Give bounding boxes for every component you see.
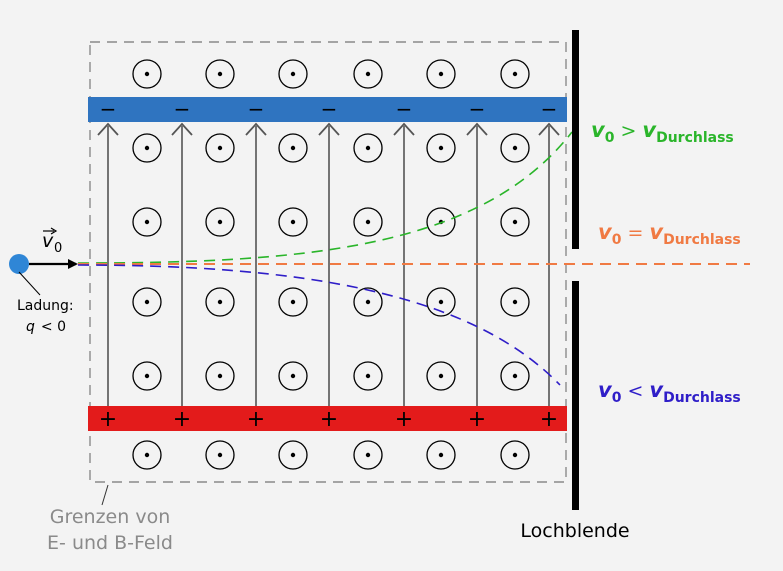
negative-plate [88, 97, 567, 122]
velocity-label: v 0 [42, 227, 62, 256]
positive-sign: + [468, 407, 486, 432]
b-field-out-of-page-icon [278, 59, 308, 89]
charge-pointer [18, 271, 41, 296]
positive-sign: + [395, 407, 413, 432]
e-field-arrow-icon [538, 122, 560, 406]
b-field-out-of-page-icon [500, 361, 530, 391]
path-slow [77, 264, 561, 386]
e-field-arrows [97, 122, 560, 406]
positive-sign: + [320, 407, 338, 432]
b-field-out-of-page-icon [353, 361, 383, 391]
b-field-out-of-page-icon [353, 207, 383, 237]
b-field-out-of-page-icon [353, 59, 383, 89]
b-field-out-of-page-icon [353, 440, 383, 470]
charge-label: Ladung: [17, 298, 74, 314]
label-fast: v0>vDurchlass [591, 118, 734, 146]
negative-sign: − [100, 97, 117, 121]
e-field-arrow-icon [466, 122, 488, 406]
b-field-out-of-page-icon [205, 207, 235, 237]
b-field-out-of-page-icon [132, 361, 162, 391]
velocity-subscript: 0 [54, 241, 62, 256]
label-slow: v0<vDurchlass [598, 378, 741, 406]
plate-signs: − + − + − + − + − + − + − + [99, 97, 558, 432]
e-field-arrow-icon [97, 122, 119, 406]
b-field-out-of-page-icon [426, 287, 456, 317]
b-field-out-of-page-icon [278, 207, 308, 237]
b-field-out-of-page-icon [426, 133, 456, 163]
b-field-out-of-page-icon [278, 361, 308, 391]
negative-sign: − [469, 97, 486, 121]
b-field-out-of-page-icon [278, 133, 308, 163]
positive-sign: + [540, 407, 558, 432]
b-field-out-of-page-icon [500, 133, 530, 163]
b-field-out-of-page-icon [500, 207, 530, 237]
b-field-out-of-page-icon [205, 440, 235, 470]
e-field-arrow-icon [393, 122, 415, 406]
boundary-pointer [101, 484, 109, 506]
charge-dot [9, 254, 29, 274]
negative-sign: − [541, 97, 558, 121]
b-field-out-of-page-icon [426, 361, 456, 391]
path-fast [77, 131, 573, 264]
positive-plate [88, 406, 567, 431]
b-field-out-of-page-icon [353, 287, 383, 317]
aperture-label: Lochblende [520, 520, 629, 542]
b-field-out-of-page-icon [205, 133, 235, 163]
charge-condition: q< 0 [26, 319, 66, 335]
aperture-lower [572, 281, 579, 510]
e-field-arrow-icon [318, 122, 340, 406]
velocity-symbol: v [42, 230, 54, 252]
label-equal: v0=vDurchlass [598, 220, 741, 248]
aperture-upper [572, 30, 579, 249]
b-field-out-of-page-icon [353, 133, 383, 163]
b-field-out-of-page-icon [278, 287, 308, 317]
negative-sign: − [321, 97, 338, 121]
boundary-label-line2: E- und B-Feld [47, 532, 173, 554]
positive-sign: + [247, 407, 265, 432]
vector-arrow-head-icon [50, 227, 58, 235]
negative-sign: − [174, 97, 191, 121]
b-field-out-of-page-icon [205, 59, 235, 89]
boundary-label-line1: Grenzen von [50, 506, 171, 528]
b-field-out-of-page-icon [205, 287, 235, 317]
b-field-out-of-page-icon [132, 133, 162, 163]
b-field-out-of-page-icon [426, 59, 456, 89]
positive-sign: + [173, 407, 191, 432]
b-field-symbols [132, 59, 530, 470]
b-field-out-of-page-icon [132, 287, 162, 317]
b-field-out-of-page-icon [500, 59, 530, 89]
e-field-arrow-icon [171, 122, 193, 406]
b-field-out-of-page-icon [500, 287, 530, 317]
b-field-out-of-page-icon [426, 440, 456, 470]
b-field-out-of-page-icon [278, 440, 308, 470]
e-field-arrow-icon [245, 122, 267, 406]
b-field-out-of-page-icon [132, 207, 162, 237]
positive-sign: + [99, 407, 117, 432]
b-field-out-of-page-icon [132, 440, 162, 470]
field-boundary [89, 41, 567, 483]
b-field-out-of-page-icon [500, 440, 530, 470]
b-field-out-of-page-icon [205, 361, 235, 391]
b-field-out-of-page-icon [132, 59, 162, 89]
negative-sign: − [248, 97, 265, 121]
negative-sign: − [396, 97, 413, 121]
